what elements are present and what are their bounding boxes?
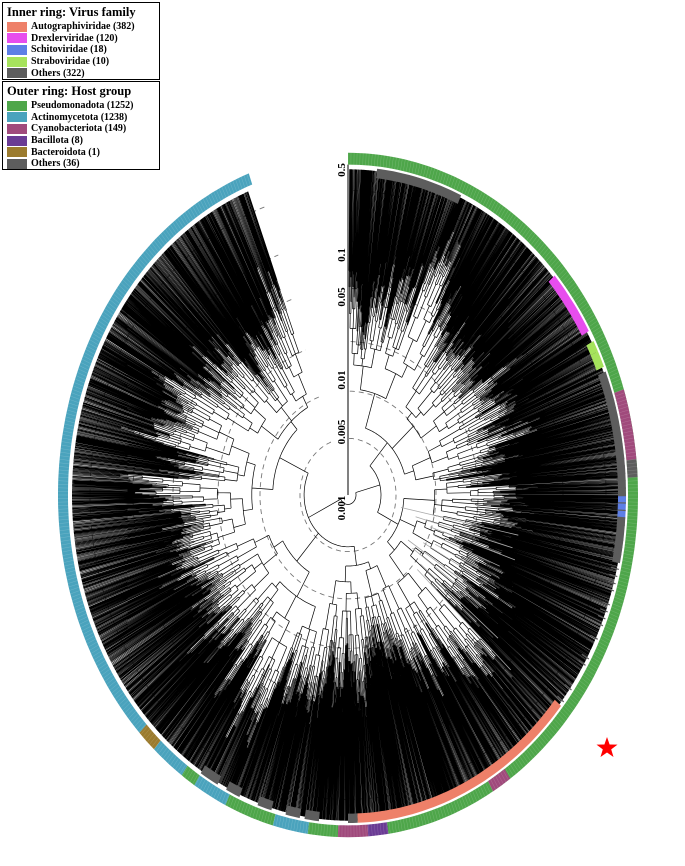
outer-ring-segment — [225, 794, 276, 826]
outer-ring-segment — [307, 822, 339, 837]
legend-label: Bacteroidota (1) — [31, 146, 100, 158]
outer-ring-segment — [626, 459, 638, 478]
inner-ring-segment — [548, 275, 589, 336]
legend-label: Schitoviridae (18) — [31, 44, 107, 56]
legend-item-bacillota: Bacillota (8) — [7, 135, 155, 147]
distance-ring — [217, 341, 479, 649]
legend-swatch — [7, 33, 27, 44]
legend-label: Straboviridae (10) — [31, 56, 110, 68]
scale-label-005: 0.05 — [336, 287, 348, 307]
scale-label-05: 0.5 — [336, 163, 348, 177]
inner-ring-segment — [590, 351, 604, 371]
legend-swatch — [7, 68, 27, 79]
legend-item-pseudomonadota: Pseudomonadota (1252) — [7, 100, 155, 112]
inner-ring-segment — [348, 813, 358, 823]
legend-item-drexlerviridae: Drexlerviridae (120) — [7, 33, 155, 45]
scale-label-0001: 0.001 — [336, 496, 348, 521]
inner-ring-segment — [226, 781, 243, 797]
legend-item-bacteroidota: Bacteroidota (1) — [7, 146, 155, 158]
legend-item-cyanobacteriota: Cyanobacteriota (149) — [7, 123, 155, 135]
legend-item-actinomycetota: Actinomycetota (1238) — [7, 112, 155, 124]
outer-ring-segment — [139, 724, 161, 750]
tree-branch-paths — [71, 169, 625, 821]
inner-ring-segment — [376, 168, 462, 204]
outer-ring-segment — [488, 768, 511, 792]
outer-ring-segment — [272, 814, 309, 834]
inner-ring-segment — [257, 796, 274, 811]
outer-ring-texture — [57, 152, 639, 838]
legend-label: Others (322) — [31, 67, 85, 79]
legend-inner-ring: Inner ring: Virus family Autographivirid… — [2, 2, 160, 80]
tree-branches — [71, 169, 625, 821]
legend-label: Cyanobacteriota (149) — [31, 123, 127, 135]
tree-branch-paths-light — [401, 507, 519, 671]
legend-swatch — [7, 158, 27, 169]
legend-label: Bacillota (8) — [31, 135, 83, 147]
legend-swatch — [7, 44, 27, 55]
legend-item-others-family: Others (322) — [7, 67, 155, 79]
distance-scale: 0.001 0.005 0.01 0.05 0.1 0.5 — [336, 163, 348, 521]
inner-ring-segment — [612, 517, 626, 564]
inner-ring-segment — [617, 495, 626, 518]
legend-label: Drexlerviridae (120) — [31, 32, 118, 44]
outer-ring-segment — [367, 822, 389, 837]
legend-item-straboviridae: Straboviridae (10) — [7, 56, 155, 68]
legend-item-schitoviridae: Schitoviridae (18) — [7, 44, 155, 56]
inner-ring-virus-family — [200, 168, 626, 823]
outer-ring-host-group — [57, 152, 639, 838]
outer-ring-segment — [58, 173, 253, 733]
legend-item-others-host: Others (36) — [7, 158, 155, 170]
legend-swatch — [7, 112, 27, 123]
inner-ring-segment — [285, 805, 302, 819]
legend-swatch — [7, 21, 27, 32]
inner-ring-ticks — [557, 371, 626, 703]
outer-ring-segment — [181, 765, 200, 786]
star-marker — [596, 737, 618, 757]
outer-ring-segment — [614, 389, 637, 461]
legend-inner-title: Inner ring: Virus family — [7, 5, 136, 19]
legend-outer-title: Outer ring: Host group — [7, 84, 132, 98]
legend-outer-ring: Outer ring: Host group Pseudomonadota (1… — [2, 81, 160, 170]
scale-label-001: 0.01 — [336, 370, 348, 389]
distance-ring — [299, 437, 397, 553]
legend-swatch — [7, 135, 27, 146]
legend-label: Autographiviridae (382) — [31, 21, 135, 33]
outer-ring-segment — [337, 824, 369, 838]
scale-label-01: 0.1 — [336, 248, 348, 262]
inner-ring-segment — [598, 372, 626, 495]
distance-ring — [259, 390, 437, 600]
legend-swatch — [7, 123, 27, 134]
legend-swatch — [7, 147, 27, 158]
outer-ring-segment — [194, 775, 230, 806]
legend-swatch — [7, 100, 27, 111]
outer-ring-segment — [154, 740, 188, 776]
scale-label-0005: 0.005 — [336, 419, 348, 444]
legend-label: Others (36) — [31, 158, 80, 170]
legend-label: Actinomycetota (1238) — [31, 111, 128, 123]
inner-ring-segment — [586, 341, 598, 356]
legend-swatch — [7, 56, 27, 67]
legend-item-autographiviridae: Autographiviridae (382) — [7, 21, 155, 33]
inner-ring-segment — [200, 765, 222, 785]
inner-ring-segment — [304, 809, 320, 822]
legend-label: Pseudomonadota (1252) — [31, 100, 134, 112]
